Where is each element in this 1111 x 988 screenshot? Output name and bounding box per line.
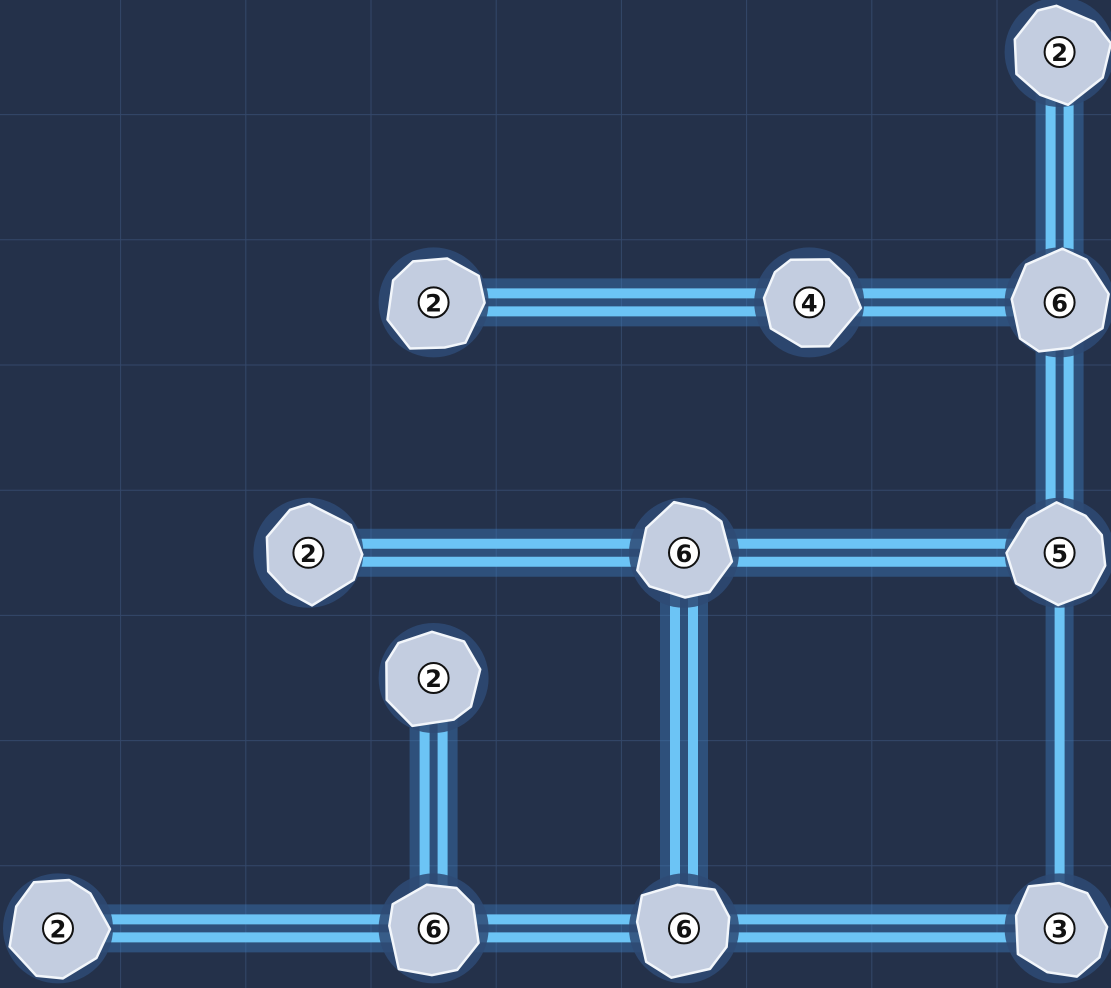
island-number-badge — [793, 286, 826, 319]
islands: 2 2 4 6 2 6 5 2 2 6 6 3 — [3, 0, 1111, 984]
island-number: 2 — [1051, 39, 1068, 67]
double-bridge[interactable] — [660, 552, 708, 929]
island-number-badge — [668, 912, 700, 945]
island-6-2[interactable]: 4 — [754, 247, 865, 358]
island-number: 2 — [425, 289, 442, 317]
island-number: 5 — [1051, 540, 1068, 568]
island-number-badge — [1043, 912, 1076, 945]
island-number-badge — [42, 912, 74, 945]
island-0-7[interactable]: 2 — [3, 873, 113, 984]
island-number-badge — [1043, 536, 1076, 569]
island-number: 2 — [50, 915, 67, 943]
island-number-badge — [292, 536, 325, 569]
island-3-5[interactable]: 2 — [378, 623, 489, 733]
island-number-badge — [417, 286, 450, 319]
island-number: 6 — [425, 915, 442, 943]
bridges — [58, 52, 1084, 953]
island-number-badge — [417, 912, 450, 945]
island-number: 2 — [425, 665, 442, 693]
island-3-2[interactable]: 2 — [378, 247, 489, 358]
island-8-4[interactable]: 5 — [1004, 497, 1111, 608]
island-number: 2 — [300, 540, 317, 568]
island-8-2[interactable]: 6 — [1004, 247, 1111, 358]
island-number-badge — [1043, 286, 1076, 319]
island-number: 6 — [1051, 289, 1068, 317]
double-bridge[interactable] — [433, 278, 810, 327]
island-3-7[interactable]: 6 — [378, 873, 489, 984]
island-8-0[interactable]: 2 — [1004, 0, 1111, 107]
double-bridge[interactable] — [308, 528, 684, 577]
island-5-4[interactable]: 6 — [629, 497, 739, 608]
island-number: 6 — [676, 915, 693, 943]
double-bridge[interactable] — [684, 904, 1060, 953]
double-bridge[interactable] — [58, 904, 434, 953]
island-number-badge — [668, 536, 700, 569]
island-number: 3 — [1051, 915, 1068, 943]
island-number: 6 — [676, 540, 693, 568]
island-number: 4 — [801, 289, 818, 317]
double-bridge[interactable] — [684, 528, 1060, 577]
island-number-badge — [417, 662, 450, 694]
island-number-badge — [1043, 36, 1076, 68]
island-5-7[interactable]: 6 — [629, 873, 739, 984]
island-2-4[interactable]: 2 — [253, 497, 364, 608]
island-8-7[interactable]: 3 — [1004, 873, 1111, 984]
